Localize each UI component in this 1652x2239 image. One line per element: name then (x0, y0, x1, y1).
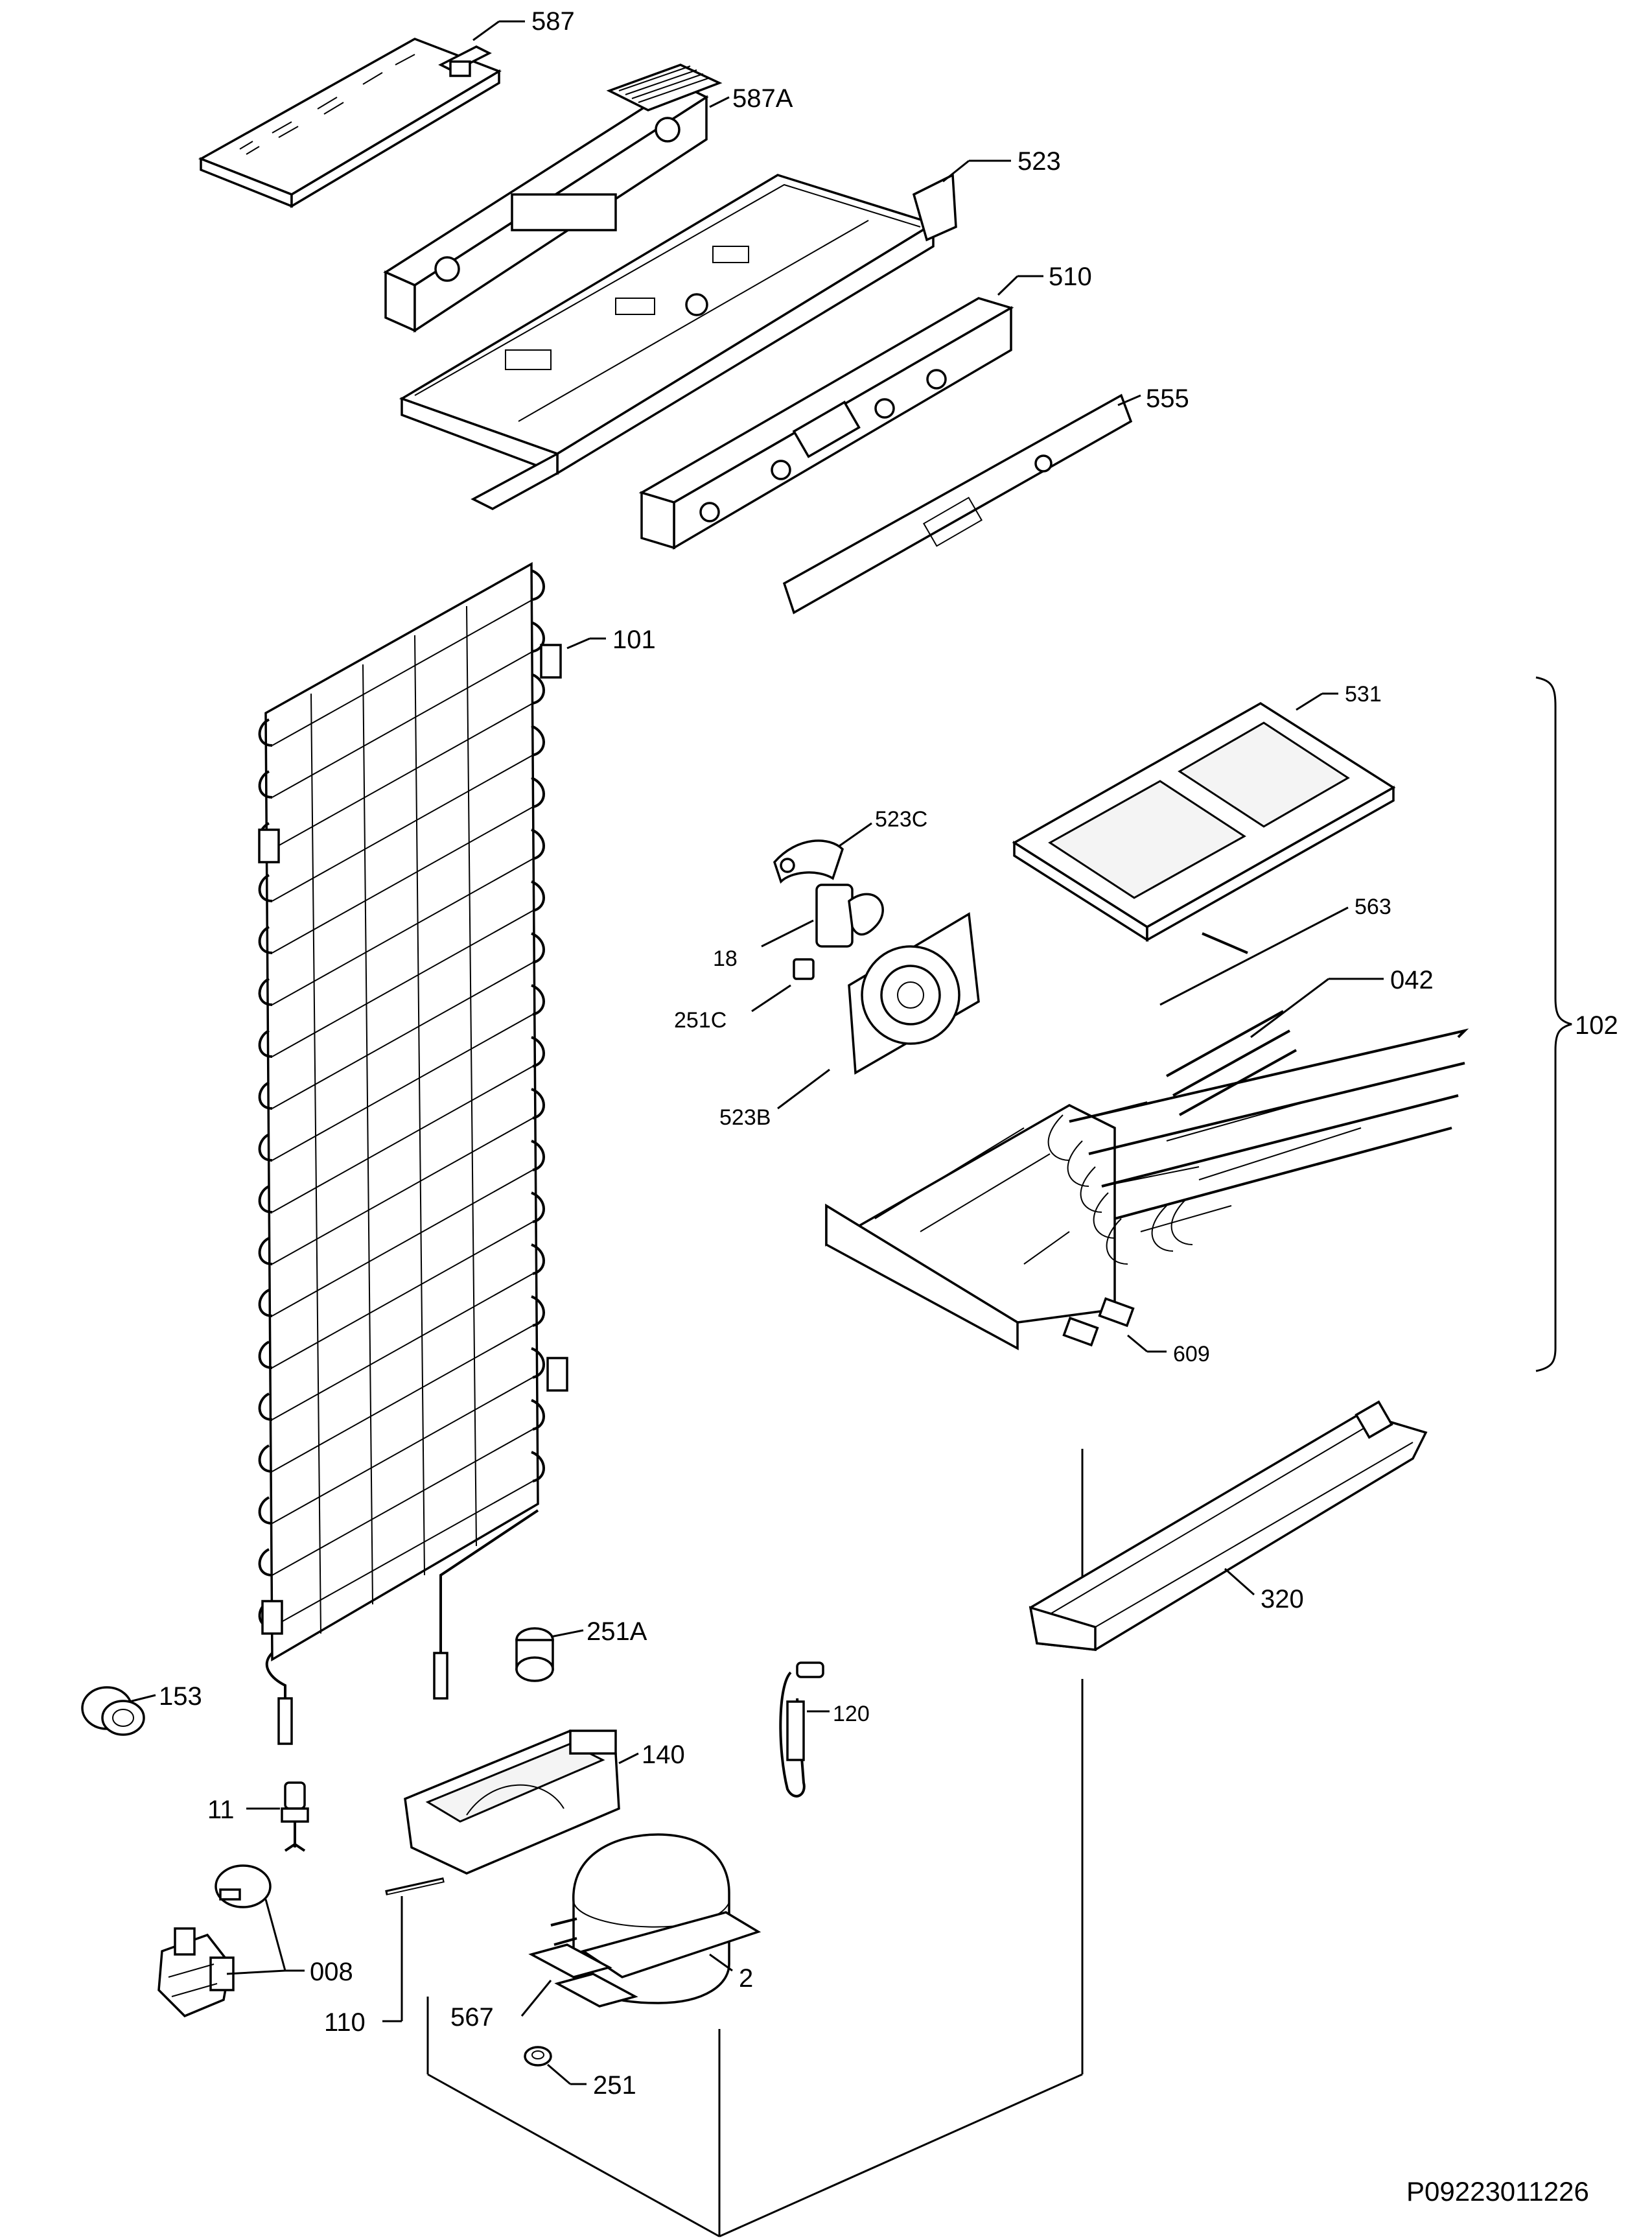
bracket-102-evaporator-assembly (1535, 676, 1572, 1372)
part-320-door-rail[interactable] (1029, 1400, 1428, 1651)
callout-320: 320 (1261, 1585, 1304, 1613)
callout-531: 531 (1345, 682, 1382, 707)
reference-code: P09223011226 (1406, 2176, 1589, 2207)
part-587-control-board[interactable] (198, 38, 502, 209)
callout-11: 11 (207, 1796, 235, 1824)
part-555-front-overlay[interactable] (782, 393, 1133, 615)
callout-251: 251 (593, 2071, 636, 2100)
callout-153: 153 (159, 1682, 202, 1711)
callout-555: 555 (1146, 384, 1189, 413)
part-140-drip-tray[interactable] (404, 1729, 620, 1875)
part-153-bushing[interactable] (81, 1686, 145, 1736)
part-008-starter-relay[interactable] (157, 1864, 272, 2018)
part-251a-grommet[interactable] (515, 1627, 554, 1682)
callout-110: 110 (324, 2008, 366, 2037)
part-563-sensor[interactable] (1202, 932, 1248, 954)
part-609-terminals[interactable] (1062, 1297, 1135, 1347)
part-523-control-housing[interactable] (399, 173, 957, 510)
part-120-heater[interactable] (779, 1661, 824, 1798)
part-18-fan-motor[interactable] (815, 884, 884, 948)
callout-101: 101 (612, 626, 656, 654)
callout-251c: 251C (674, 1008, 727, 1033)
callout-523: 523 (1018, 147, 1061, 176)
part-11-valve[interactable] (281, 1781, 309, 1852)
callout-567: 567 (450, 2003, 494, 2032)
callout-2: 2 (739, 1964, 753, 1993)
callout-042: 042 (1390, 966, 1434, 994)
callout-510: 510 (1049, 263, 1092, 291)
part-523b-fan-cover[interactable] (848, 912, 980, 1075)
callout-102: 102 (1575, 1011, 1618, 1040)
callout-140: 140 (642, 1741, 685, 1769)
part-510-display-panel[interactable] (638, 297, 1014, 550)
part-251c-grommet[interactable] (793, 958, 815, 980)
part-251-grommet[interactable] (524, 2046, 552, 2067)
part-101-condenser[interactable] (258, 562, 568, 1745)
callout-523b: 523B (719, 1105, 771, 1130)
part-110-filler-tube[interactable] (385, 1877, 445, 1895)
callout-587a: 587A (732, 84, 793, 113)
callout-609: 609 (1173, 1342, 1210, 1366)
part-531-evaporator-cover[interactable] (1012, 701, 1396, 943)
callout-563: 563 (1355, 895, 1391, 919)
part-523c-fan-clip[interactable] (773, 839, 844, 884)
part-042-evaporator[interactable] (825, 1010, 1469, 1350)
part-587a-display-board[interactable] (383, 64, 723, 333)
callout-251a: 251A (587, 1617, 647, 1646)
callout-523c: 523C (875, 807, 927, 832)
callout-008: 008 (310, 1958, 353, 1986)
callout-587: 587 (531, 7, 575, 36)
callout-18: 18 (713, 946, 738, 971)
callout-120: 120 (833, 1702, 870, 1726)
part-567-rubber-feet[interactable] (528, 1943, 638, 2008)
